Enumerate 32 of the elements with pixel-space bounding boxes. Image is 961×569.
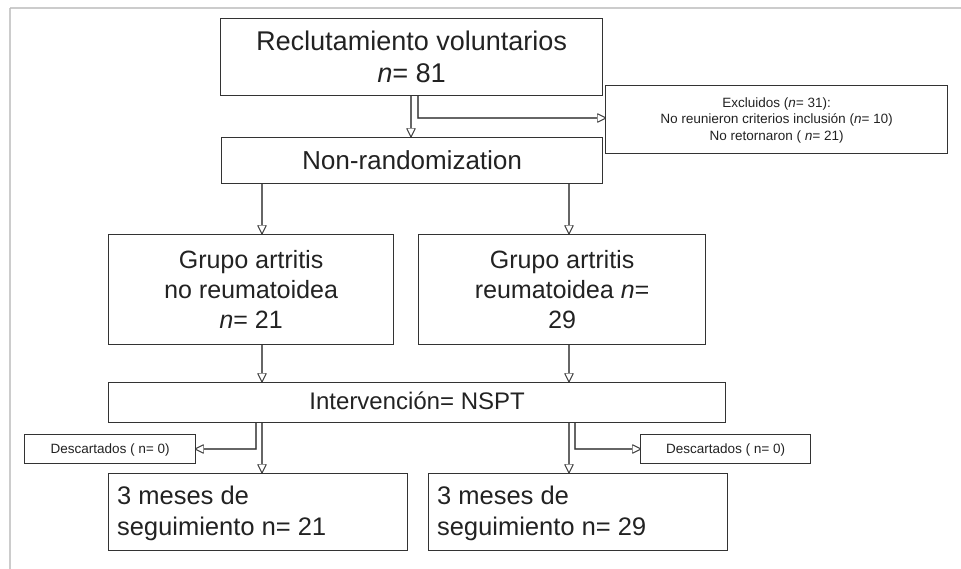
box-text: Descartados ( n= 0) <box>666 440 785 458</box>
box-text: Intervención= NSPT <box>309 388 525 417</box>
process-box <box>108 473 408 551</box>
box-text: Grupo artritis reumatoidea n= 29 <box>474 244 650 334</box>
process-box <box>108 382 726 423</box>
arrow <box>256 423 268 474</box>
arrow <box>406 96 416 138</box>
box-text: Excluidos (n= 31): <box>722 95 831 112</box>
process-box <box>428 473 728 551</box>
arrow <box>417 96 607 124</box>
box-text: Descartados ( n= 0) <box>50 440 170 458</box>
arrow <box>194 423 257 454</box>
box-text: No retornaron ( n= 21) <box>710 128 844 144</box>
box-text: Grupo artritis no reumatoidea n= 21 <box>163 244 339 334</box>
arrow <box>564 184 574 235</box>
box-text: 3 meses de seguimiento n= 29 <box>437 481 648 543</box>
process-box <box>418 234 706 345</box>
arrow <box>256 184 268 235</box>
box-text: Non-randomization <box>302 144 522 176</box>
box-text: 3 meses de seguimiento n= 21 <box>117 481 328 543</box>
arrow <box>564 423 574 474</box>
arrow <box>574 423 642 454</box>
process-box <box>640 434 811 464</box>
arrow <box>564 345 574 383</box>
box-text: Reclutamiento voluntarios n= 81 <box>255 24 568 90</box>
process-box <box>605 85 948 154</box>
process-box <box>24 434 196 464</box>
process-box <box>221 137 603 184</box>
process-box <box>108 234 394 345</box>
process-box <box>220 18 603 96</box>
arrow <box>256 345 268 383</box>
box-text: No reunieron criterios inclusión (n= 10) <box>660 111 893 128</box>
